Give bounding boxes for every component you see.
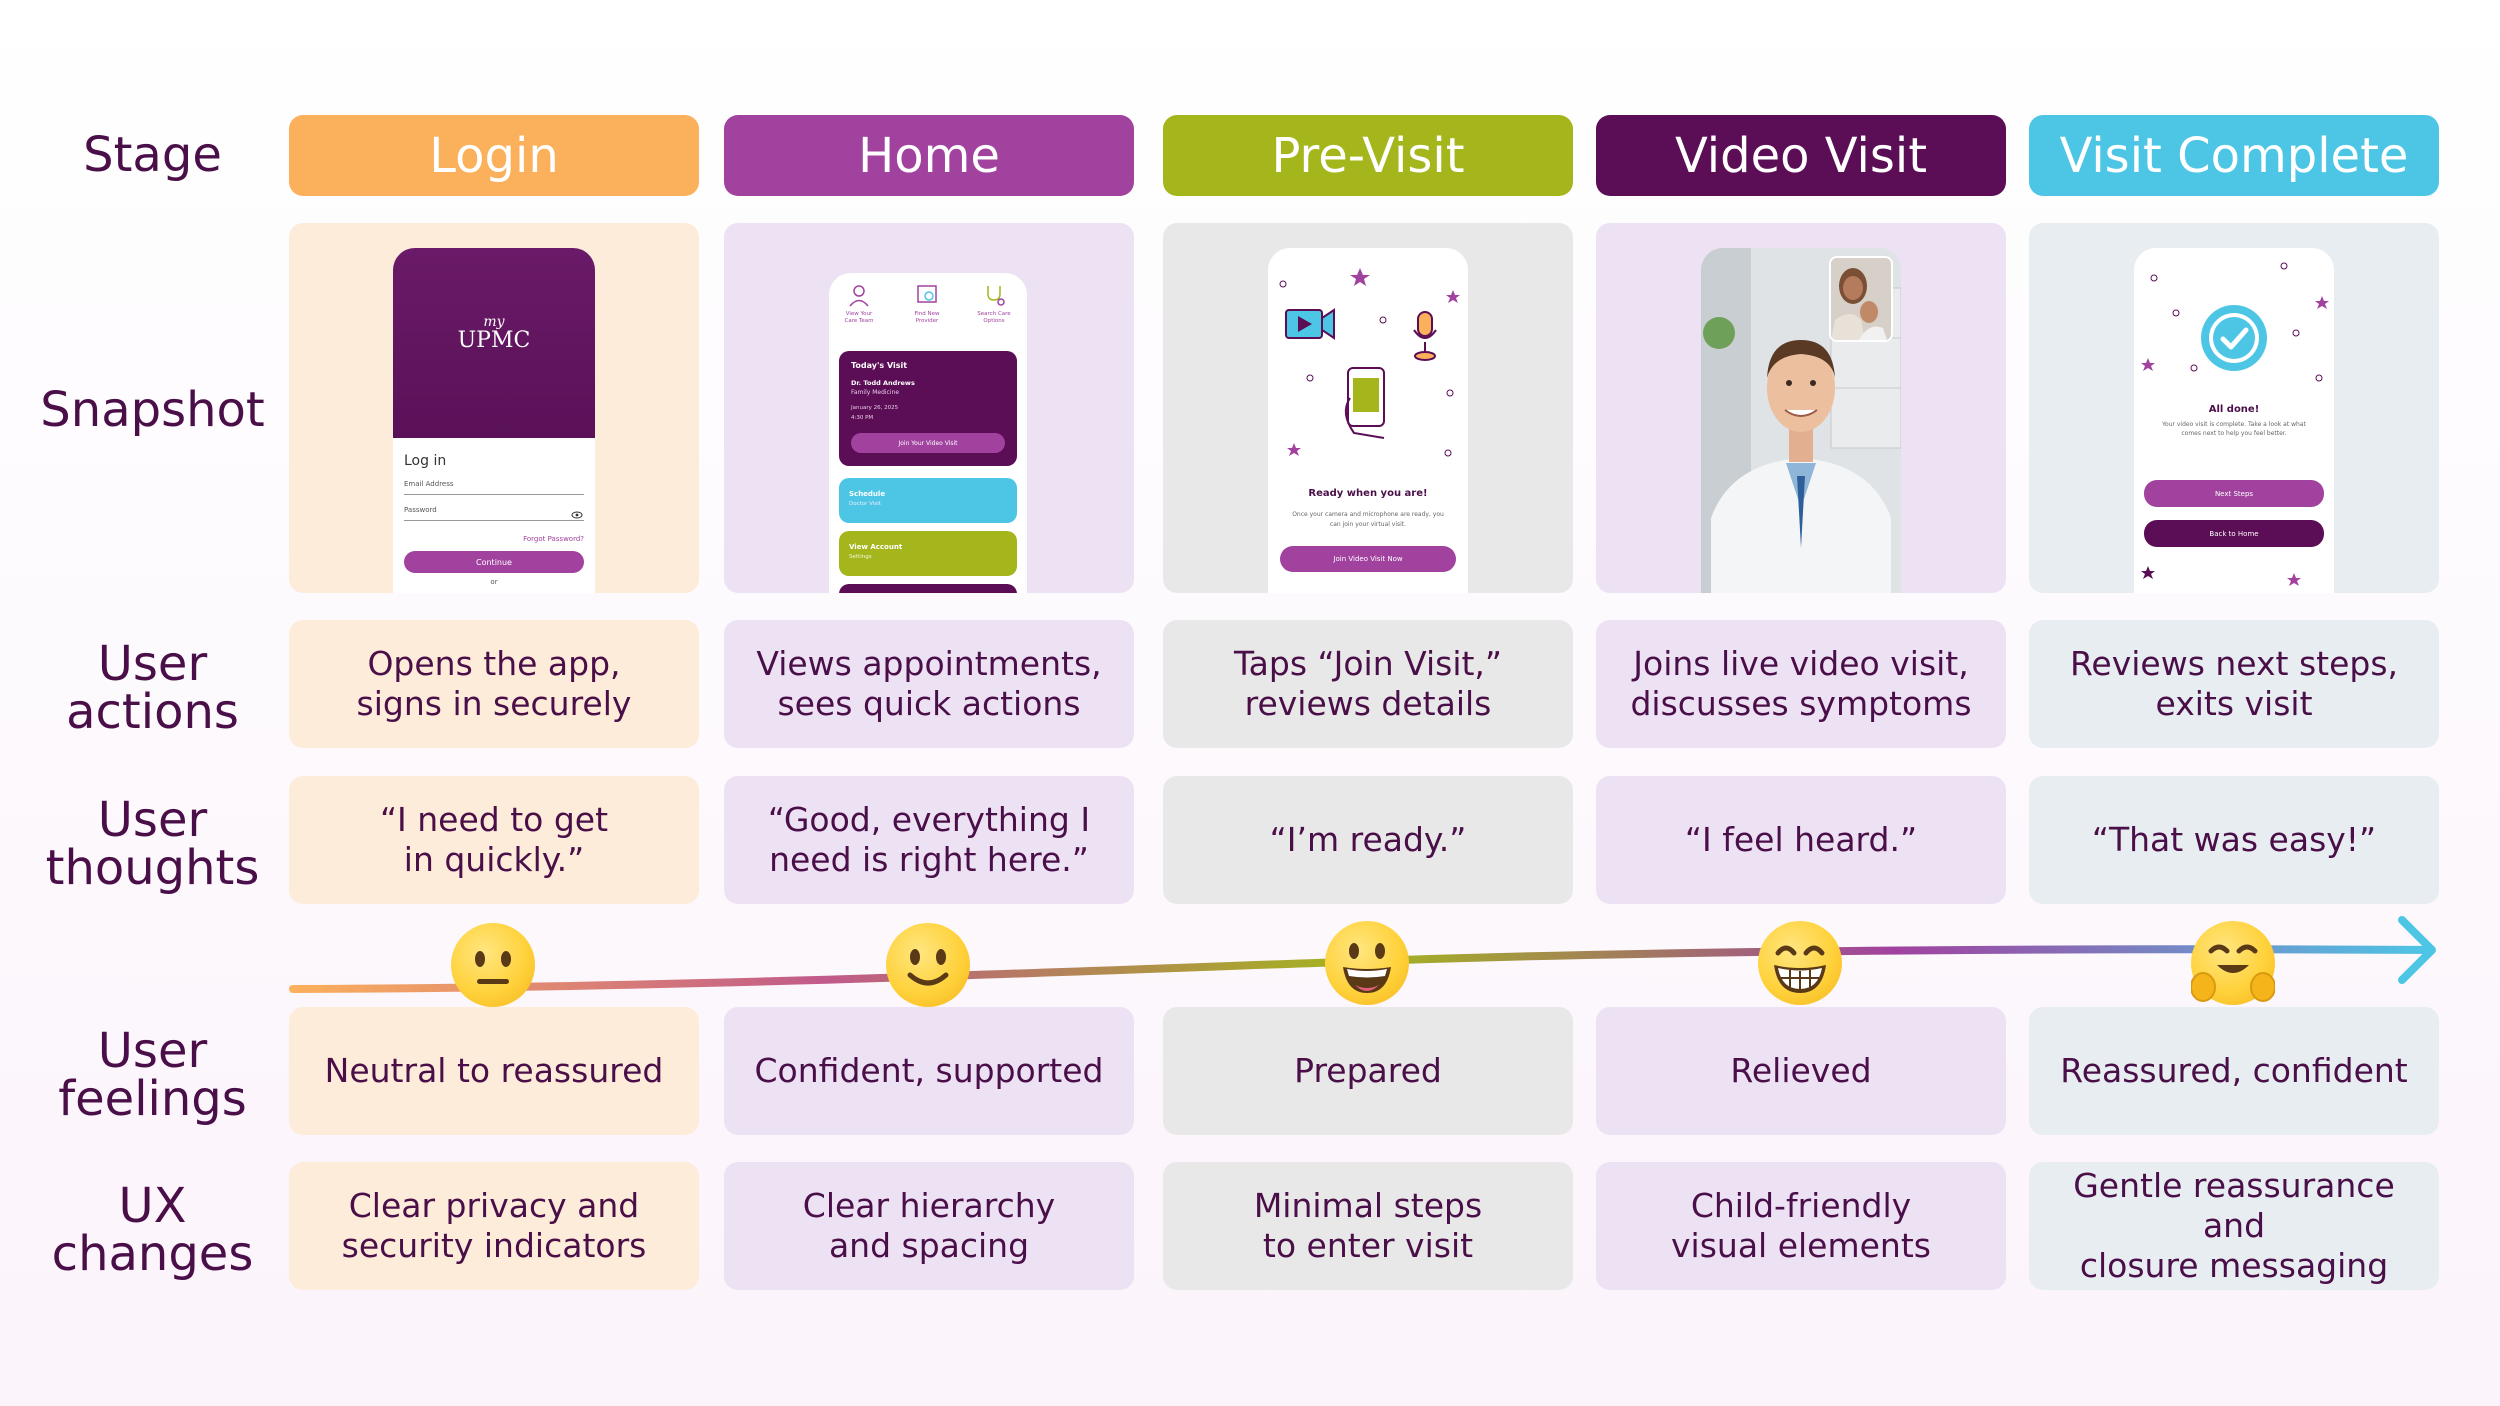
quick-action-search-care[interactable]: Search Care Options (971, 283, 1017, 325)
password-label: Password (404, 506, 437, 514)
visit-date: January 26, 2025 (851, 405, 899, 411)
stage-previsit: Pre-Visit (1163, 115, 1573, 196)
snapshot-video-visit (1596, 223, 2006, 593)
feeling-login: Neutral to reassured (289, 1007, 699, 1135)
back-to-home-button[interactable]: Back to Home (2144, 520, 2324, 547)
forgot-password-link[interactable]: Forgot Password? (523, 535, 584, 543)
row-label-actions: User actions (66, 636, 239, 740)
beaming-face-icon (1758, 921, 1842, 1005)
emotion-journey-line (289, 916, 2436, 993)
login-header: my UPMC (393, 248, 595, 438)
find-provider-icon (917, 285, 937, 303)
care-team-icon (849, 285, 869, 307)
feeling-previsit: Prepared (1163, 1007, 1573, 1135)
eye-icon[interactable] (571, 511, 583, 519)
microphone-icon (1413, 311, 1437, 361)
checkmark-badge-icon (2201, 305, 2267, 371)
upmc-logo: UPMC (457, 328, 531, 353)
quick-action-care-team[interactable]: View Your Care Team (839, 283, 879, 325)
video-feed (1701, 248, 1901, 593)
stage-visit-complete: Visit Complete (2029, 115, 2439, 196)
complete-title: All done! (2208, 404, 2260, 415)
confetti-stars (2141, 262, 2329, 382)
todays-visit-card[interactable]: Today's Visit Dr. Todd Andrews Family Me… (839, 351, 1017, 466)
neutral-face-icon (451, 923, 535, 1007)
thought-previsit: “I’m ready.” (1163, 776, 1573, 904)
row-label-stage: Stage (83, 127, 222, 183)
patient-video-image (1831, 258, 1891, 340)
complete-body: Your video visit is complete. Take a loo… (2162, 421, 2306, 437)
thought-video-visit: “I feel heard.” (1596, 776, 2006, 904)
ux-home: Clear hierarchy and spacing (724, 1162, 1134, 1290)
email-field[interactable] (404, 494, 584, 495)
snapshot-login: my UPMC Log in Email Address Password Fo… (289, 223, 699, 593)
stethoscope-icon (987, 286, 1005, 306)
stage-video-visit: Video Visit (1596, 115, 2006, 196)
row-label-thoughts: User thoughts (45, 792, 260, 896)
doctor-video-image (1701, 248, 1901, 593)
action-home: Views appointments, sees quick actions (724, 620, 1134, 748)
ux-video-visit: Child-friendly visual elements (1596, 1162, 2006, 1290)
snapshot-visit-complete: All done! Your video visit is complete. … (2029, 223, 2439, 593)
view-account-card[interactable]: View Account Settings (839, 531, 1017, 576)
email-label: Email Address (404, 480, 454, 488)
ux-previsit: Minimal steps to enter visit (1163, 1162, 1573, 1290)
thought-visit-complete: “That was easy!” (2029, 776, 2439, 904)
join-video-visit-button[interactable]: Join Your Video Visit (851, 433, 1005, 453)
snapshot-previsit: Ready when you are! Once your camera and… (1163, 223, 1573, 593)
feeling-visit-complete: Reassured, confident (2029, 1007, 2439, 1135)
password-field[interactable] (404, 520, 584, 521)
feeling-video-visit: Relieved (1596, 1007, 2006, 1135)
arrow-head-icon (2398, 916, 2436, 984)
schedule-card[interactable]: Schedule Doctor Visit (839, 478, 1017, 523)
action-video-visit: Joins live video visit, discusses sympto… (1596, 620, 2006, 748)
action-previsit: Taps “Join Visit,” reviews details (1163, 620, 1573, 748)
row-label-feelings: User feelings (58, 1023, 247, 1127)
phone-hand-icon (1344, 367, 1385, 439)
bottom-stars (2141, 566, 2301, 586)
ux-visit-complete: Gentle reassurance and closure messaging (2029, 1162, 2439, 1290)
row-label-snapshot: Snapshot (40, 382, 265, 438)
thought-login: “I need to get in quickly.” (289, 776, 699, 904)
slightly-smiling-face-icon (886, 923, 970, 1007)
quick-action-find-provider[interactable]: Find New Provider (907, 283, 947, 325)
snapshot-home: View Your Care Team Find New Provider Se… (724, 223, 1134, 593)
action-login: Opens the app, signs in securely (289, 620, 699, 748)
join-video-visit-now-button[interactable]: Join Video Visit Now (1280, 546, 1456, 572)
next-card[interactable] (839, 584, 1017, 593)
thought-home: “Good, everything I need is right here.” (724, 776, 1134, 904)
next-steps-button[interactable]: Next Steps (2144, 480, 2324, 507)
logo-small-text: my (483, 314, 505, 330)
previsit-title: Ready when you are! (1308, 488, 1428, 499)
hugging-face-icon (2190, 921, 2276, 1005)
previsit-illustration (1279, 268, 1460, 457)
stage-home: Home (724, 115, 1134, 196)
grinning-face-icon (1325, 921, 1409, 1005)
stage-login: Login (289, 115, 699, 196)
row-label-ux: UX changes (51, 1178, 254, 1282)
login-heading: Log in (404, 453, 447, 469)
action-visit-complete: Reviews next steps, exits visit (2029, 620, 2439, 748)
previsit-body: Once your camera and microphone are read… (1292, 511, 1444, 528)
visit-time: 4:30 PM (851, 415, 874, 421)
self-view-pip[interactable] (1829, 256, 1893, 342)
or-divider: or (490, 578, 498, 586)
ux-login: Clear privacy and security indicators (289, 1162, 699, 1290)
video-camera-icon (1285, 308, 1335, 340)
feeling-home: Confident, supported (724, 1007, 1134, 1135)
continue-button[interactable]: Continue (404, 551, 584, 573)
